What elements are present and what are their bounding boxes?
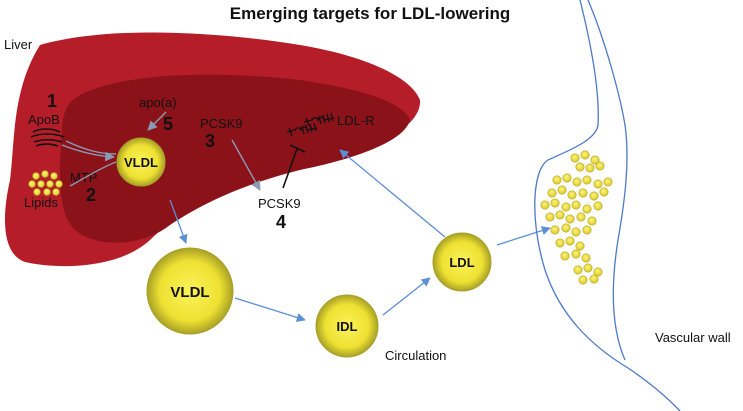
- ldl-dot: [575, 162, 585, 172]
- ldl-dot: [587, 216, 597, 226]
- target-1-number: 1: [47, 91, 57, 111]
- ldl-dot: [581, 253, 591, 263]
- ldl-dot: [555, 210, 565, 220]
- lipids-label: Lipids: [24, 195, 58, 210]
- ldl-dot: [550, 198, 560, 208]
- ldl-dot: [593, 179, 603, 189]
- ldl-dot: [589, 191, 599, 201]
- ldl-dot: [545, 212, 555, 222]
- ldl-dot: [561, 202, 571, 212]
- ldl-dot: [603, 177, 613, 187]
- vldl-circ-label: VLDL: [170, 284, 209, 301]
- ldl-dot: [573, 265, 583, 275]
- ldl-dot: [561, 223, 571, 233]
- ldl-dot: [583, 263, 593, 273]
- ldl-dot: [570, 153, 580, 163]
- liver-inner: [59, 74, 410, 243]
- ldl-dot: [567, 190, 577, 200]
- ldl-dot: [593, 267, 603, 277]
- apoa-arrow: [147, 111, 167, 131]
- ldl-dot: [578, 275, 588, 285]
- pcsk9-secretion-arrow: [231, 139, 261, 191]
- pcsk9-circ-label: PCSK9: [258, 196, 301, 211]
- vascular-wall-lines: [534, 0, 681, 411]
- vldl-liver-label: VLDL: [124, 155, 158, 170]
- ldl-dot: [575, 241, 585, 251]
- vldl-particle-circulation: VLDL: [146, 247, 234, 335]
- target-3-number: 3: [205, 131, 215, 151]
- pcsk9-inhibition-icon: [282, 144, 306, 189]
- diagram-title: Emerging targets for LDL-lowering: [230, 4, 511, 23]
- target-5-number: 5: [163, 114, 173, 134]
- ldl-dot: [595, 161, 605, 171]
- ldl-dot: [560, 251, 570, 261]
- ldl-dot: [565, 236, 575, 246]
- lipid-droplets-icon: [28, 170, 63, 196]
- ldl-dot: [555, 238, 565, 248]
- ldl-dot: [572, 177, 582, 187]
- target-2-number: 2: [86, 185, 96, 205]
- pcsk9-liver-label: PCSK9: [200, 116, 243, 131]
- ldl-label: LDL: [449, 255, 474, 270]
- ldl-dot: [547, 188, 557, 198]
- ldl-dot: [576, 212, 586, 222]
- ldl-dot: [589, 274, 599, 284]
- idl-label: IDL: [337, 319, 358, 334]
- ldl-dot: [552, 175, 562, 185]
- vascular-wall-label: Vascular wall: [655, 330, 731, 345]
- apob-label: ApoB: [28, 112, 60, 127]
- ldl-dot: [585, 163, 595, 173]
- ldl-dot: [599, 187, 609, 197]
- ldl-dot: [571, 200, 581, 210]
- liver-label: Liver: [4, 37, 33, 52]
- ldl-receptor-label: LDL-R: [337, 113, 375, 128]
- apoa-label: apo(a): [139, 95, 177, 110]
- target-4-number: 4: [276, 212, 286, 232]
- lipoprotein-flow-arrows: [169, 149, 551, 322]
- ldl-dot: [571, 249, 581, 259]
- circulation-label: Circulation: [385, 348, 446, 363]
- assembly-arrows: [61, 140, 117, 187]
- ldl-particle: LDL: [432, 232, 492, 292]
- ldl-dot: [590, 155, 600, 165]
- accumulated-ldl-dots: [540, 150, 613, 285]
- vldl-particle-liver: VLDL: [116, 137, 166, 187]
- ldl-dot: [578, 188, 588, 198]
- apob-protein-icon: [30, 128, 65, 147]
- ldl-dot: [562, 173, 572, 183]
- ldl-dot: [582, 175, 592, 185]
- ldl-dot: [550, 225, 560, 235]
- ldl-dot: [571, 227, 581, 237]
- ldl-dot: [565, 214, 575, 224]
- ldl-dot: [580, 150, 590, 160]
- ldl-dot: [593, 201, 603, 211]
- ldl-receptor-icon: [286, 112, 335, 137]
- idl-particle: IDL: [315, 294, 379, 358]
- ldl-dot: [582, 225, 592, 235]
- ldl-dot: [557, 185, 567, 195]
- ldl-dot: [582, 204, 592, 214]
- ldl-dot: [540, 200, 550, 210]
